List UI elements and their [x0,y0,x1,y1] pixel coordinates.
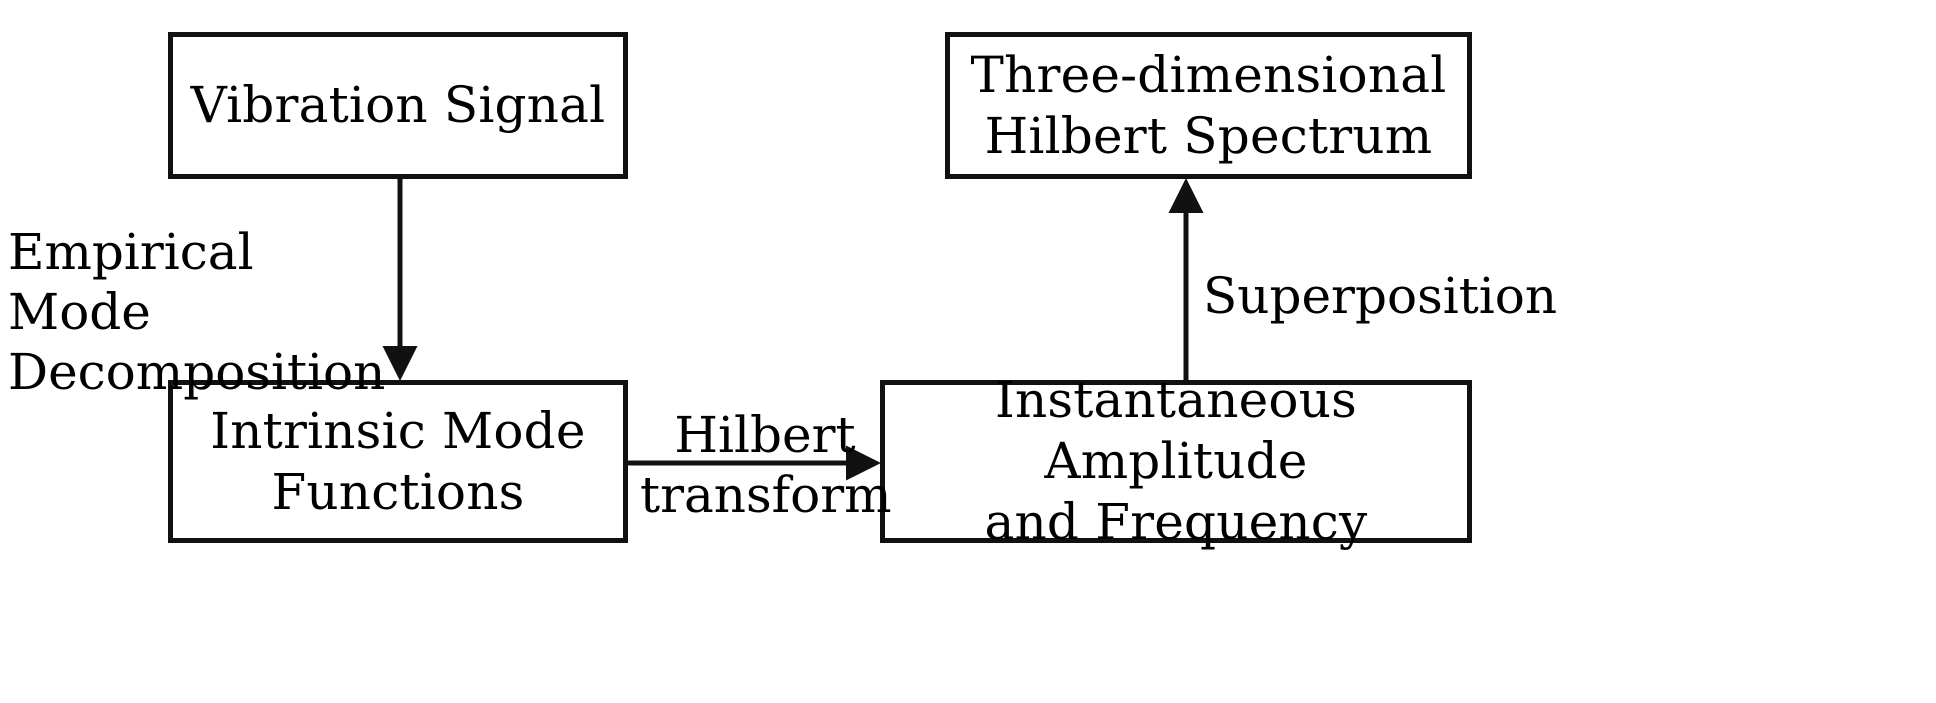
edge-label-superposition: Superposition [1203,267,1558,325]
node-hilbert-spectrum[interactable]: Three-dimensional Hilbert Spectrum [945,32,1472,179]
node-vibration-signal[interactable]: Vibration Signal [168,32,628,179]
node-instantaneous-amplitude-frequency[interactable]: Instantaneous Amplitude and Frequency [880,371,1472,551]
node-intrinsic-mode-functions[interactable]: Intrinsic Mode Functions [168,380,628,543]
node-instantaneous-amplitude-frequency-label: Instantaneous Amplitude and Frequency [984,371,1368,551]
edge-label-hilbert-transform: Hilbert transform [640,406,892,524]
node-vibration-signal-label: Vibration Signal [190,76,606,134]
node-intrinsic-mode-functions-label: Intrinsic Mode Functions [210,401,586,521]
edge-label-empirical-mode-decomposition: Empirical Mode Decomposition [8,223,386,401]
node-hilbert-spectrum-label: Three-dimensional Hilbert Spectrum [970,45,1447,165]
